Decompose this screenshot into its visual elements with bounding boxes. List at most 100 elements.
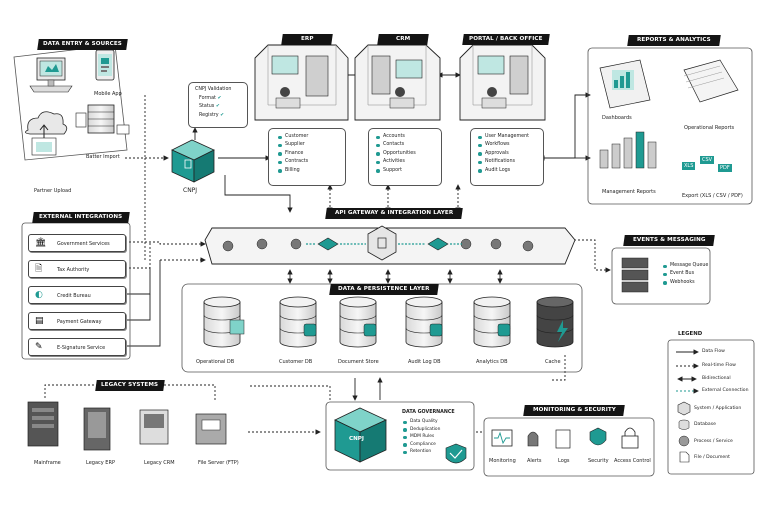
management-reports-label: Management Reports xyxy=(602,189,656,195)
legacy-label: Legacy CRM xyxy=(144,460,175,466)
crm-modules-list: Accounts Contacts Opportunities Activiti… xyxy=(375,133,416,175)
database-operational-icon xyxy=(203,296,245,348)
legend-frame xyxy=(667,339,755,475)
reports-area xyxy=(587,47,753,205)
governance-item: Deduplication xyxy=(402,426,440,434)
validation-list: Format ✔ Status ✔ Registry ✔ xyxy=(199,95,224,120)
validation-item: Registry ✔ xyxy=(199,112,225,118)
legacy-label: Mainframe xyxy=(34,460,61,466)
batch-import-label: Batter Import xyxy=(86,154,120,160)
database-cylinders xyxy=(203,296,574,348)
crm-modules-box: Accounts Contacts Opportunities Activiti… xyxy=(368,128,442,186)
cnpj-validation-box: CNPJ Validation Format ✔ Status ✔ Regist… xyxy=(188,82,248,128)
header-monitoring: MONITORING & SECURITY xyxy=(523,405,625,416)
gauge-icon: ◐ xyxy=(35,290,43,300)
legacy-label: File Server (FTP) xyxy=(198,460,239,466)
header-external: EXTERNAL INTEGRATIONS xyxy=(32,212,130,223)
portal-module: Approvals xyxy=(477,150,529,158)
erp-module: Contracts xyxy=(277,158,308,166)
header-crm: CRM xyxy=(377,34,429,45)
monitoring-area xyxy=(483,417,655,477)
export-label: Export (XLS / CSV / PDF) xyxy=(682,193,743,199)
header-portal: PORTAL / BACK OFFICE xyxy=(462,34,550,45)
integration-label: Payment Gateway xyxy=(57,319,102,325)
portal-module: Audit Logs xyxy=(477,167,529,175)
validation-item: Status ✔ xyxy=(199,104,220,110)
integration-card: ◐ Credit Bureau xyxy=(28,286,126,304)
cnpj-hub-cube xyxy=(171,139,215,183)
header-data-layer: DATA & PERSISTENCE LAYER xyxy=(329,284,439,295)
events-item: Message Queue xyxy=(662,262,708,270)
database-audit-icon xyxy=(405,296,443,348)
integration-label: Tax Authority xyxy=(57,267,90,273)
portal-module: Workflows xyxy=(477,141,529,149)
crm-module: Support xyxy=(375,167,416,175)
legacy-label: Legacy ERP xyxy=(86,460,115,466)
partner-upload-label: Partner Upload xyxy=(34,188,72,194)
integration-card: 🏛 Government Services xyxy=(28,234,126,252)
credit-card-icon: ▤ xyxy=(35,316,44,326)
access-control-label: Access Control xyxy=(614,458,651,464)
governance-cube-label: CNPJ xyxy=(349,436,364,442)
header-reports: REPORTS & ANALYTICS xyxy=(627,35,721,46)
legend-label: Database xyxy=(694,422,716,427)
bar-towers-icon xyxy=(599,131,657,169)
integration-card: 🗎 Tax Authority xyxy=(28,260,126,278)
legend-label: Real-time Flow xyxy=(702,363,736,368)
government-building-icon: 🏛 xyxy=(35,238,47,248)
mobile-app-icon xyxy=(95,49,115,81)
governance-item: Retention xyxy=(402,448,440,456)
portal-window xyxy=(459,44,546,121)
integration-card: ✎ E-Signature Service xyxy=(28,338,126,356)
header-erp: ERP xyxy=(281,34,333,45)
governance-item: Data Quality xyxy=(402,418,440,426)
alerts-label: Alerts xyxy=(527,458,542,464)
xls-file-icon: XLS xyxy=(682,162,696,170)
hub-label: CNPJ xyxy=(183,187,198,194)
db-label-document: Document Store xyxy=(338,359,379,365)
integration-label: E-Signature Service xyxy=(57,345,106,351)
data-entry-sources xyxy=(13,44,130,161)
monitoring-label: Monitoring xyxy=(489,458,516,464)
csv-file-icon: CSV xyxy=(700,156,715,164)
database-document-icon xyxy=(339,296,377,348)
governance-area xyxy=(325,401,475,471)
portal-module: Notifications xyxy=(477,158,529,166)
events-area xyxy=(611,247,711,305)
db-label-audit: Audit Log DB xyxy=(408,359,441,365)
external-integrations-frame xyxy=(21,222,131,360)
portal-module: User Management xyxy=(477,133,529,141)
erp-modules-box: Customer Supplier Finance Contracts Bill… xyxy=(268,128,346,186)
desktop-icon xyxy=(29,57,73,93)
crm-module: Accounts xyxy=(375,133,416,141)
portal-modules-list: User Management Workflows Approvals Noti… xyxy=(477,133,529,175)
governance-item: MDM Rules xyxy=(402,433,440,441)
cloud-upload-icon xyxy=(25,111,68,156)
crm-module: Opportunities xyxy=(375,150,416,158)
crm-module: Contacts xyxy=(375,141,416,149)
events-item: Event Bus xyxy=(662,270,708,278)
header-api-gateway: API GATEWAY & INTEGRATION LAYER xyxy=(325,208,463,219)
operational-reports-label: Operational Reports xyxy=(684,125,735,131)
events-list: Message Queue Event Bus Webhooks xyxy=(662,262,708,287)
governance-item: Compliance xyxy=(402,441,440,449)
database-analytics-icon xyxy=(473,296,511,348)
db-label-operational: Operational DB xyxy=(196,359,235,365)
erp-module: Billing xyxy=(277,167,308,175)
logs-label: Logs xyxy=(558,458,570,464)
legend-label: System / Application xyxy=(694,406,742,411)
api-gateway-band xyxy=(204,225,576,265)
db-label-cache: Cache xyxy=(545,359,561,365)
dashboards-label: Dashboards xyxy=(602,115,632,121)
erp-module: Finance xyxy=(277,150,308,158)
pdf-file-icon: PDF xyxy=(718,164,732,172)
crm-module: Activities xyxy=(375,158,416,166)
portal-modules-box: User Management Workflows Approvals Noti… xyxy=(470,128,544,186)
header-legacy: LEGACY SYSTEMS xyxy=(95,380,165,391)
header-data-entry: DATA ENTRY & SOURCES xyxy=(37,39,128,50)
governance-list: Data Quality Deduplication MDM Rules Com… xyxy=(402,418,440,456)
legend-label: Bidirectional xyxy=(702,376,731,381)
legend-label: Data Flow xyxy=(702,349,725,354)
validation-title: CNPJ Validation xyxy=(195,87,232,92)
header-events: EVENTS & MESSAGING xyxy=(623,235,715,246)
